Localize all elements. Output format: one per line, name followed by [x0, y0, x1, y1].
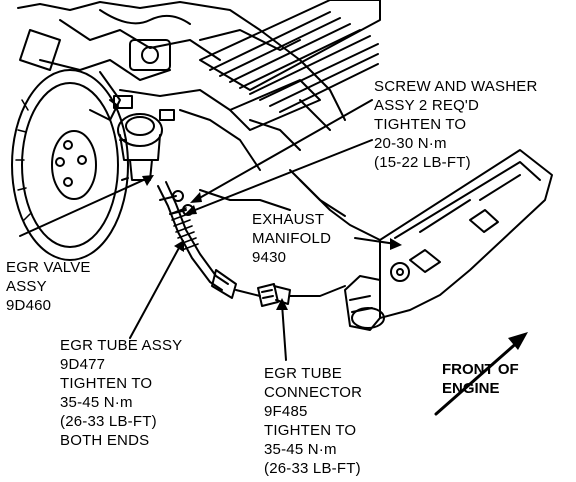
callout-line: BOTH ENDS [60, 432, 150, 449]
callout-line: SCREW AND WASHER [374, 78, 538, 95]
callout-line: 9F485 [264, 403, 308, 420]
callout-line: 20-30 N·m [374, 135, 447, 152]
front-of-engine-arrow [434, 332, 528, 416]
valve-cover [199, 0, 381, 131]
callout-line: EGR TUBE [264, 365, 343, 382]
egr-valve-callout: EGR VALVE ASSY 9D460 [6, 258, 91, 315]
leader-lines [19, 99, 397, 361]
front-of-engine-label: FRONT OF ENGINE [442, 360, 519, 398]
callout-line: CONNECTOR [264, 384, 363, 401]
exhaust-manifold [199, 149, 553, 331]
callout-line: TIGHTEN TO [374, 116, 467, 133]
arrow-heads [142, 175, 402, 310]
engine-block [17, 1, 346, 171]
flywheel [11, 69, 129, 261]
callout-line: 9D477 [60, 356, 106, 373]
callout-line: ASSY [6, 278, 47, 295]
exhaust-manifold-callout: EXHAUST MANIFOLD 9430 [252, 210, 331, 267]
callout-line: EGR VALVE [6, 259, 91, 276]
egr-tube-connector [257, 283, 291, 307]
callout-line: FRONT OF [442, 361, 519, 378]
callout-line: (26-33 LB-FT) [264, 460, 361, 477]
callout-line: 35-45 N·m [264, 441, 337, 458]
callout-line: ENGINE [442, 380, 500, 397]
callout-line: EXHAUST [252, 211, 325, 228]
screw-and-washer-callout: SCREW AND WASHER ASSY 2 REQ'D TIGHTEN TO… [374, 77, 538, 172]
callout-line: 9D460 [6, 297, 52, 314]
callout-line: (15-22 LB-FT) [374, 154, 471, 171]
egr-tube-connector-callout: EGR TUBE CONNECTOR 9F485 TIGHTEN TO 35-4… [264, 364, 362, 478]
egr-tube-callout: EGR TUBE ASSY 9D477 TIGHTEN TO 35-45 N·m… [60, 336, 182, 450]
callout-line: (26-33 LB-FT) [60, 413, 157, 430]
callout-line: TIGHTEN TO [60, 375, 153, 392]
callout-line: 9430 [252, 249, 287, 266]
callout-line: ASSY 2 REQ'D [374, 97, 480, 114]
callout-line: TIGHTEN TO [264, 422, 357, 439]
callout-line: MANIFOLD [252, 230, 332, 247]
callout-line: 35-45 N·m [60, 394, 133, 411]
egr-valve-body [113, 95, 175, 181]
callout-line: EGR TUBE ASSY [60, 337, 183, 354]
screw-and-washer [159, 190, 194, 216]
